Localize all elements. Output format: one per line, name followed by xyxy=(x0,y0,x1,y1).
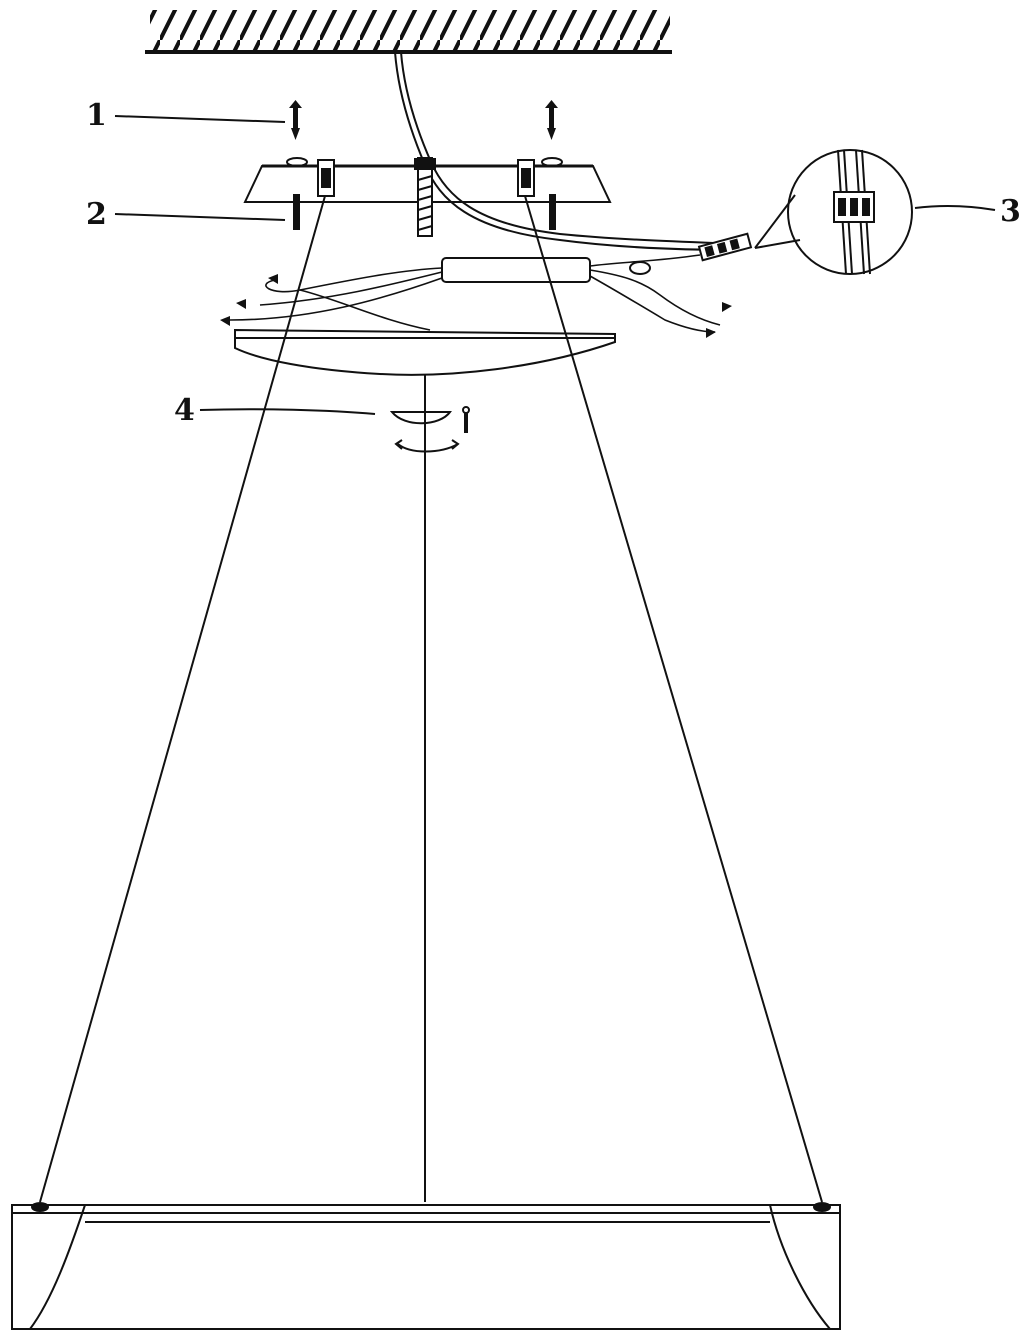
leader-4 xyxy=(200,409,375,414)
wall-plug-2-left xyxy=(293,194,300,230)
screw-1-left xyxy=(289,100,302,140)
callout-3: 3 xyxy=(1000,194,1021,229)
threaded-rod xyxy=(414,158,436,236)
led-driver xyxy=(442,258,590,282)
wire-terminals xyxy=(220,274,732,338)
finial-cap xyxy=(392,412,458,452)
leader-1 xyxy=(115,116,285,122)
leader-2 xyxy=(115,214,285,220)
callout-2: 2 xyxy=(86,197,107,232)
leader-3 xyxy=(915,206,995,210)
ceiling-hatch xyxy=(150,10,670,52)
connector-detail-magnifier xyxy=(755,150,912,274)
light-fixture xyxy=(12,1203,840,1329)
finial-screw xyxy=(463,407,469,433)
callout-leaders xyxy=(115,116,995,414)
ceiling xyxy=(145,10,672,52)
cable-grip-right xyxy=(518,160,534,196)
wall-plug-2-right xyxy=(549,194,556,230)
loose-wires xyxy=(230,255,720,332)
callout-4: 4 xyxy=(174,393,195,428)
callout-1: 1 xyxy=(86,98,107,133)
screw-1-right xyxy=(545,100,558,140)
cover-dome xyxy=(235,330,615,1202)
cable-grip-left xyxy=(318,160,334,196)
suspension-cables xyxy=(40,196,822,1202)
terminal-connector xyxy=(630,234,751,274)
power-cable xyxy=(395,52,740,250)
